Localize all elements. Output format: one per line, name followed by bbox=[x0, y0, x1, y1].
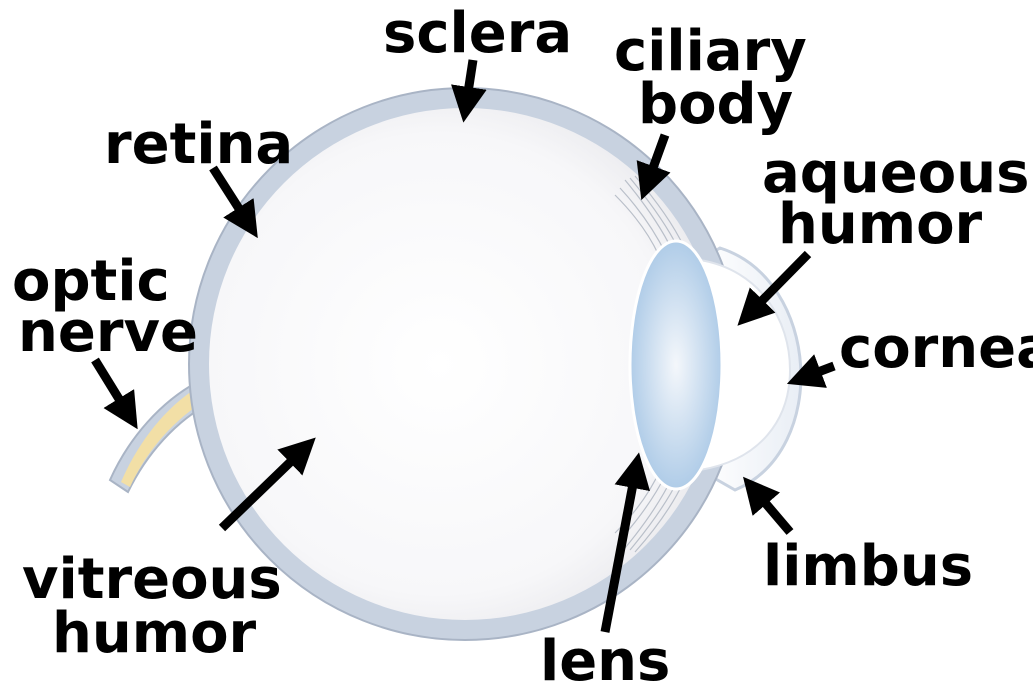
label-limbus: limbus bbox=[763, 534, 973, 599]
arrow-limbus bbox=[750, 485, 790, 532]
label-retina: retina bbox=[104, 112, 293, 177]
label-aqueous-humor: humor bbox=[778, 192, 983, 257]
arrow-optic-nerve bbox=[95, 360, 132, 420]
label-cornea: cornea bbox=[839, 316, 1033, 381]
arrow-cornea bbox=[797, 366, 834, 380]
lens-shape bbox=[630, 241, 722, 489]
label-nerve: nerve bbox=[18, 300, 198, 365]
label-sclera: sclera bbox=[383, 1, 572, 66]
label-body: body bbox=[638, 72, 793, 137]
label-lens: lens bbox=[540, 629, 670, 686]
label-vitreous-humor: humor bbox=[52, 601, 257, 666]
